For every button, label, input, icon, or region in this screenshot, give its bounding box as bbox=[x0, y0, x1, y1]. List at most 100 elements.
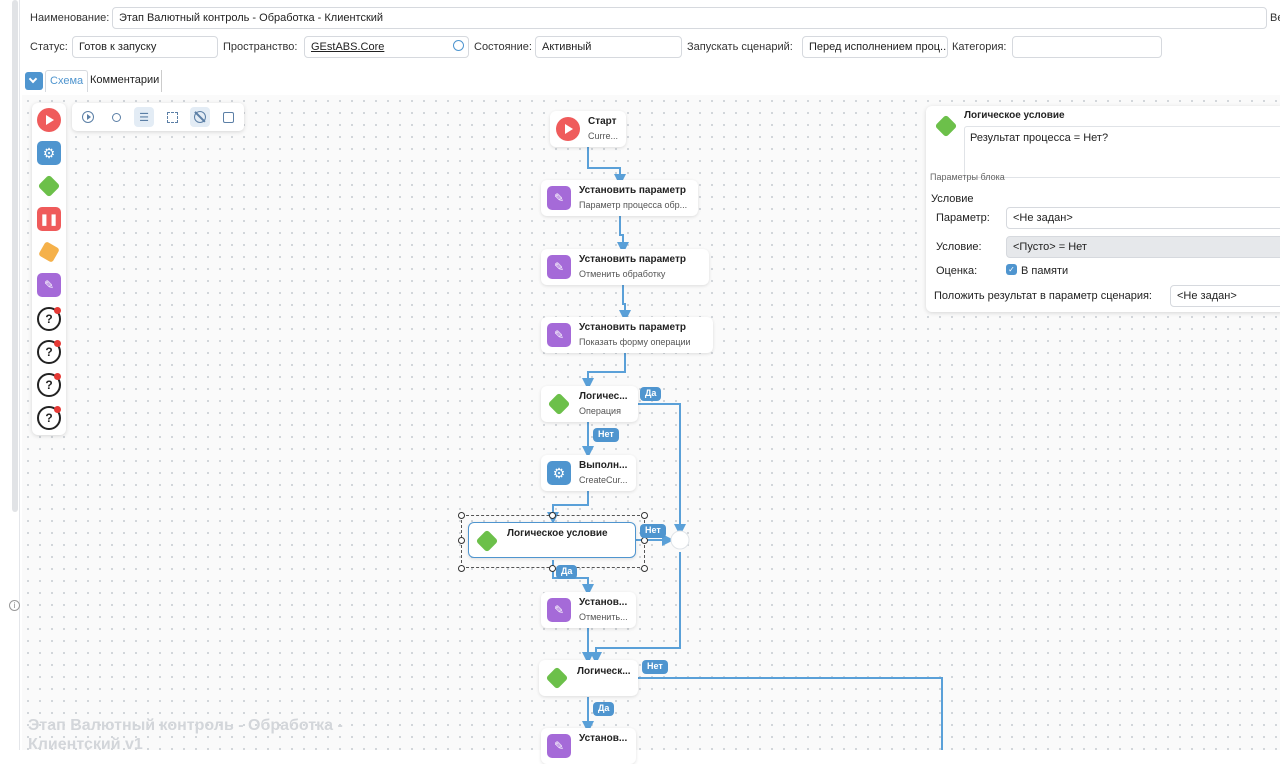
node-title: Логическое условие bbox=[507, 528, 608, 539]
run-icon[interactable] bbox=[78, 107, 98, 127]
tab-schema[interactable]: Схема bbox=[45, 70, 89, 92]
palette-question-icon[interactable]: ? bbox=[37, 340, 61, 364]
node-subtitle: Отменить обработку bbox=[579, 269, 666, 279]
result-label: Положить результат в параметр сценария: bbox=[934, 290, 1152, 302]
gear-icon: ⚙ bbox=[547, 461, 571, 485]
node-subtitle: CreateCur... bbox=[579, 475, 628, 485]
node-set-param-3[interactable]: ✎ Установить параметр Показать форму опе… bbox=[541, 317, 713, 353]
resize-handle[interactable] bbox=[458, 565, 465, 572]
state-label: Состояние: bbox=[474, 41, 532, 53]
condition-icon bbox=[934, 114, 958, 138]
node-subtitle: Отменить... bbox=[579, 612, 628, 622]
info-icon[interactable]: i bbox=[9, 600, 20, 611]
play-icon bbox=[556, 117, 580, 141]
badge-yes: Да bbox=[593, 702, 615, 716]
section-title: Условие bbox=[931, 193, 974, 205]
palette-question-icon[interactable]: ? bbox=[37, 373, 61, 397]
node-set-param-4[interactable]: ✎ Установ... Отменить... bbox=[541, 592, 636, 628]
space-value: GEstABS.Core bbox=[311, 41, 385, 53]
condition-icon bbox=[475, 529, 499, 553]
node-set-param-5[interactable]: ✎ Установ... bbox=[541, 728, 636, 764]
resize-handle[interactable] bbox=[641, 565, 648, 572]
status-label: Статус: bbox=[30, 41, 68, 53]
collapse-button[interactable] bbox=[25, 72, 43, 90]
eval-checkbox[interactable]: ✓ bbox=[1006, 264, 1017, 275]
node-title: Установить параметр bbox=[579, 254, 686, 265]
resize-handle[interactable] bbox=[641, 537, 648, 544]
tab-comments[interactable]: Комментарии bbox=[88, 70, 163, 92]
badge-yes: Да bbox=[640, 387, 662, 401]
palette-question-icon[interactable]: ? bbox=[37, 406, 61, 430]
pencil-icon: ✎ bbox=[547, 323, 571, 347]
node-title: Установить параметр bbox=[579, 185, 686, 196]
node-title: Установ... bbox=[579, 597, 628, 608]
node-title: Логичес... bbox=[579, 391, 628, 402]
launch-label: Запускать сценарий: bbox=[687, 41, 793, 53]
condition-label: Условие: bbox=[936, 241, 982, 253]
list-icon[interactable]: ☰ bbox=[134, 107, 154, 127]
eval-label: Оценка: bbox=[936, 265, 978, 277]
hide-icon[interactable] bbox=[190, 107, 210, 127]
search-icon[interactable] bbox=[453, 40, 464, 51]
props-description[interactable]: Результат процесса = Нет? bbox=[964, 126, 1280, 178]
tab-schema-label: Схема bbox=[50, 75, 84, 87]
badge-no: Нет bbox=[593, 428, 619, 442]
node-title: Установить параметр bbox=[579, 322, 686, 333]
launch-select[interactable]: Перед исполнением проц... bbox=[802, 36, 948, 58]
space-field[interactable]: GEstABS.Core bbox=[304, 36, 469, 58]
node-subtitle: Показать форму операции bbox=[579, 337, 691, 347]
category-field[interactable] bbox=[1012, 36, 1162, 58]
pencil-icon: ✎ bbox=[547, 734, 571, 758]
tab-comments-label: Комментарии bbox=[90, 74, 160, 86]
props-title: Логическое условие bbox=[964, 110, 1065, 121]
node-execute[interactable]: ⚙ Выполн... CreateCur... bbox=[541, 455, 636, 491]
sidebar-scrollbar[interactable] bbox=[12, 0, 18, 512]
node-condition-3[interactable]: Логическ... bbox=[539, 660, 638, 696]
node-set-param-1[interactable]: ✎ Установить параметр Параметр процесса … bbox=[541, 180, 698, 216]
properties-panel: Логическое условие Результат процесса = … bbox=[926, 106, 1280, 312]
category-label: Категория: bbox=[952, 41, 1007, 53]
node-title: Выполн... bbox=[579, 460, 628, 471]
condition-icon bbox=[547, 392, 571, 416]
badge-no: Нет bbox=[642, 660, 668, 674]
resize-handle[interactable] bbox=[641, 512, 648, 519]
fit-icon[interactable] bbox=[162, 107, 182, 127]
palette-question-icon[interactable]: ? bbox=[37, 307, 61, 331]
name-field[interactable]: Этап Валютный контроль - Обработка - Кли… bbox=[112, 7, 1267, 29]
pencil-icon: ✎ bbox=[547, 598, 571, 622]
pencil-icon: ✎ bbox=[547, 255, 571, 279]
palette-cube-icon[interactable] bbox=[37, 240, 61, 264]
condition-field[interactable]: <Пусто> = Нет bbox=[1006, 236, 1280, 258]
scan-icon[interactable] bbox=[218, 107, 238, 127]
resize-handle[interactable] bbox=[458, 512, 465, 519]
watermark-line: Этап Валютный контроль - Обработка - bbox=[28, 717, 343, 734]
node-condition-1[interactable]: Логичес... Операция bbox=[541, 386, 638, 422]
node-subtitle: Curre... bbox=[588, 131, 619, 141]
resize-handle[interactable] bbox=[458, 537, 465, 544]
state-field[interactable]: Активный bbox=[535, 36, 682, 58]
node-condition-2-selected[interactable]: Логическое условие bbox=[468, 522, 636, 558]
search-icon[interactable] bbox=[106, 107, 126, 127]
node-title: Логическ... bbox=[577, 666, 631, 677]
node-subtitle: Параметр процесса обр... bbox=[579, 200, 688, 210]
palette-play-icon[interactable] bbox=[37, 108, 61, 132]
result-select[interactable]: <Не задан> bbox=[1170, 285, 1280, 307]
param-label: Параметр: bbox=[936, 212, 990, 224]
node-subtitle: Операция bbox=[579, 406, 621, 416]
node-title: Установ... bbox=[579, 733, 628, 744]
param-select[interactable]: <Не задан> bbox=[1006, 207, 1280, 229]
palette-pencil-icon[interactable]: ✎ bbox=[37, 273, 61, 297]
palette-condition-icon[interactable] bbox=[37, 174, 61, 198]
watermark-line: Клиентский v1 bbox=[28, 736, 143, 753]
resize-handle[interactable] bbox=[549, 565, 556, 572]
node-start[interactable]: Старт Curre... bbox=[550, 111, 626, 147]
palette-pause-icon[interactable]: ❚❚ bbox=[37, 207, 61, 231]
space-label: Пространство: bbox=[223, 41, 298, 53]
status-field[interactable]: Готов к запуску bbox=[72, 36, 218, 58]
pencil-icon: ✎ bbox=[547, 186, 571, 210]
eval-value: В памяти bbox=[1021, 265, 1069, 277]
resize-handle[interactable] bbox=[549, 512, 556, 519]
node-set-param-2[interactable]: ✎ Установить параметр Отменить обработку bbox=[541, 249, 709, 285]
node-title: Старт bbox=[588, 116, 617, 127]
palette-gear-icon[interactable]: ⚙ bbox=[37, 141, 61, 165]
